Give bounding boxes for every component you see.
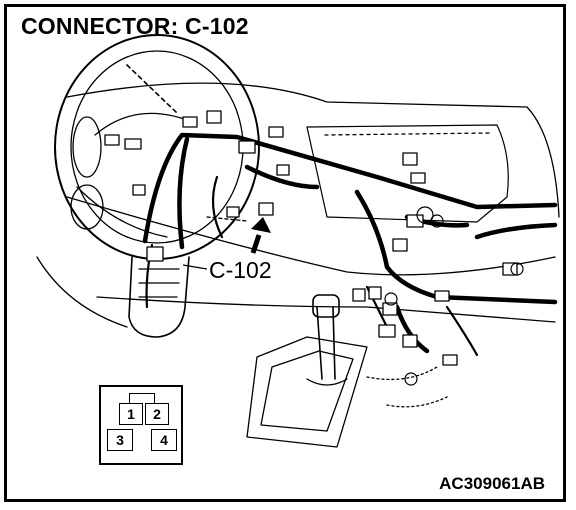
steering-column	[128, 256, 190, 338]
connectors	[104, 110, 518, 366]
pin-1: 1	[119, 403, 143, 425]
pin-4: 4	[151, 429, 177, 451]
wiring-harness	[142, 132, 558, 354]
steering-wheel	[54, 34, 260, 260]
callout-arrow	[250, 217, 271, 254]
pin-3: 3	[107, 429, 133, 451]
figure-reference-code: AC309061AB	[439, 474, 545, 493]
connector-key-tab	[129, 393, 155, 403]
pin-2: 2	[145, 403, 169, 425]
callout-leader-line	[182, 264, 208, 270]
dashboard-outline	[36, 82, 560, 328]
center-console	[246, 294, 448, 448]
connector-pinout: 1 2 3 4	[99, 385, 183, 465]
diagram-frame: CONNECTOR: C-102 C-102 1 2 3 4 AC309061A…	[4, 4, 566, 502]
diagram-title: CONNECTOR: C-102	[21, 13, 249, 39]
dashboard-wiring-illustration	[36, 34, 560, 448]
connector-callout-label: C-102	[207, 257, 274, 283]
